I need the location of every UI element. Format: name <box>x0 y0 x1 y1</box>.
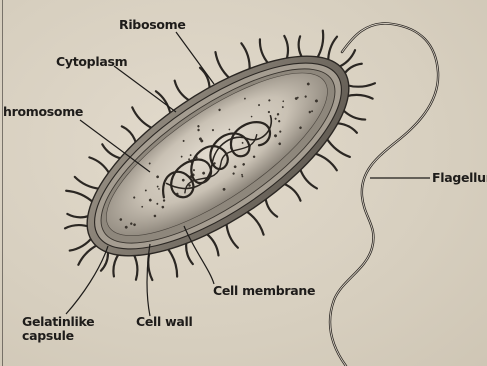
pilus <box>132 105 153 132</box>
label-chromosome: hromosome <box>3 105 83 119</box>
label-gelatinlike-line1: Gelatinlike <box>22 314 94 329</box>
pilus <box>326 133 349 162</box>
pilus <box>161 248 184 276</box>
pilus <box>346 71 375 97</box>
label-gelatinlike-capsule: Gelatinlike capsule <box>22 315 94 343</box>
pilus <box>246 210 265 236</box>
pilus <box>275 36 296 60</box>
label-cell-wall: Cell wall <box>136 315 192 329</box>
pilus <box>222 223 241 248</box>
ribosome-leader <box>176 32 214 84</box>
pilus <box>205 233 222 256</box>
label-ribosome: Ribosome <box>119 18 186 32</box>
label-cytoplasm: Cytoplasm <box>56 55 127 69</box>
cytoplasm-leader <box>114 66 176 112</box>
pilus <box>254 39 274 64</box>
pilus <box>346 85 373 111</box>
pilus <box>155 90 172 114</box>
capsule-leader <box>66 246 108 314</box>
label-gelatinlike-line2: capsule <box>22 328 74 343</box>
pilus <box>65 216 90 239</box>
pilus <box>173 80 190 103</box>
pilus <box>139 252 164 280</box>
pilus <box>235 43 257 70</box>
pilus <box>263 198 278 218</box>
pilus <box>292 36 311 58</box>
label-flagellum: Flagellur <box>432 171 487 185</box>
pilus <box>212 52 232 79</box>
label-cell-membrane: Cell membrane <box>213 284 315 298</box>
pilus <box>123 254 146 280</box>
pilus <box>299 167 317 191</box>
